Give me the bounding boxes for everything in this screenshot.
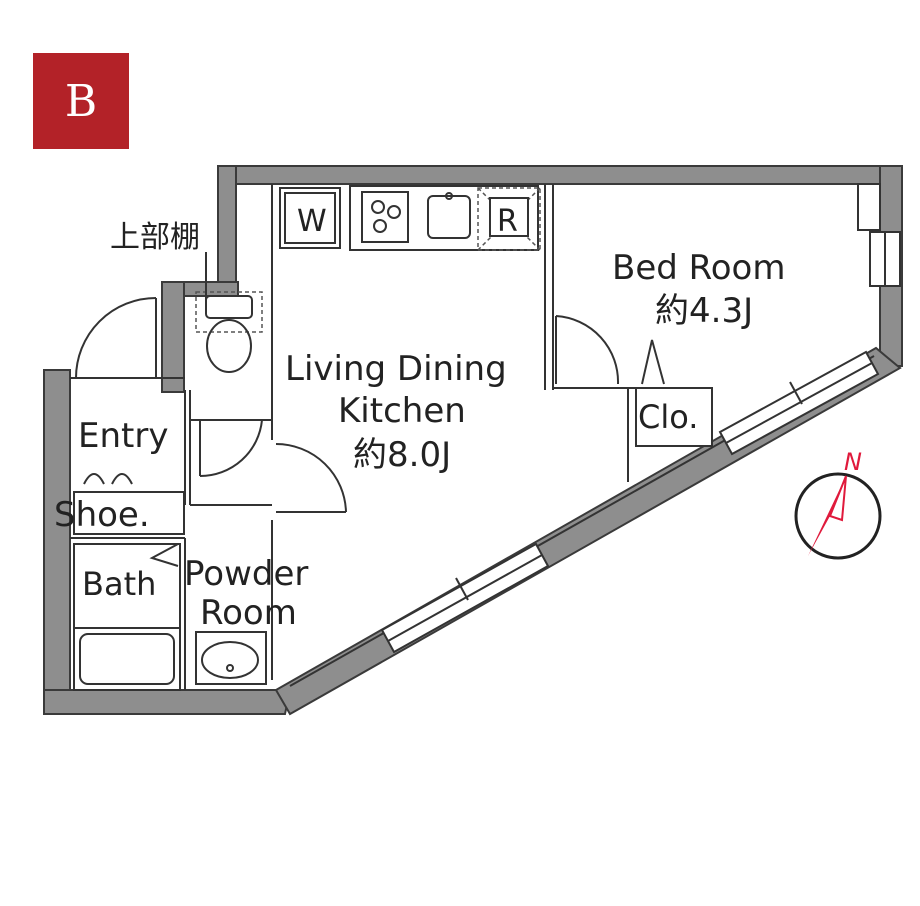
- closet-label: Clo.: [638, 398, 698, 436]
- fridge-label: R: [497, 204, 518, 239]
- upper-shelf-label: 上部棚: [110, 220, 200, 255]
- right-window: [857, 183, 881, 231]
- diagonal-windows: [380, 350, 880, 654]
- powder-room-label-line2: Room: [200, 593, 297, 633]
- bath-fixtures: [73, 543, 267, 691]
- washer-box: [279, 187, 341, 249]
- bath-label: Bath: [82, 565, 156, 603]
- bedroom-size: 約4.3J: [655, 291, 753, 331]
- doors: [75, 297, 665, 513]
- plan-type-badge: B: [33, 53, 129, 149]
- entry-label: Entry: [78, 416, 168, 456]
- ldk-label-line2: Kitchen: [338, 391, 466, 431]
- shoe-label: Shoe.: [54, 495, 150, 535]
- sink-icon: [427, 192, 471, 239]
- ldk-size: 約8.0J: [353, 435, 451, 475]
- toilet-icon: [195, 291, 263, 373]
- ldk-label-line1: Living Dining: [285, 349, 507, 389]
- washer-label: W: [297, 204, 327, 239]
- stove-icon: [361, 191, 409, 243]
- powder-room-label-line1: Powder: [184, 554, 308, 594]
- bedroom-label: Bed Room: [612, 248, 785, 288]
- north-compass-icon: N: [794, 448, 882, 560]
- kitchen-fixtures: [279, 185, 541, 251]
- shoe-cabinet: [73, 473, 185, 535]
- compass-label: N: [844, 448, 862, 476]
- closet-box: [635, 387, 713, 447]
- washbasin: [195, 631, 267, 685]
- plan-type-label: B: [64, 75, 98, 127]
- fridge-box: [477, 187, 541, 251]
- interior-partitions: [70, 184, 635, 690]
